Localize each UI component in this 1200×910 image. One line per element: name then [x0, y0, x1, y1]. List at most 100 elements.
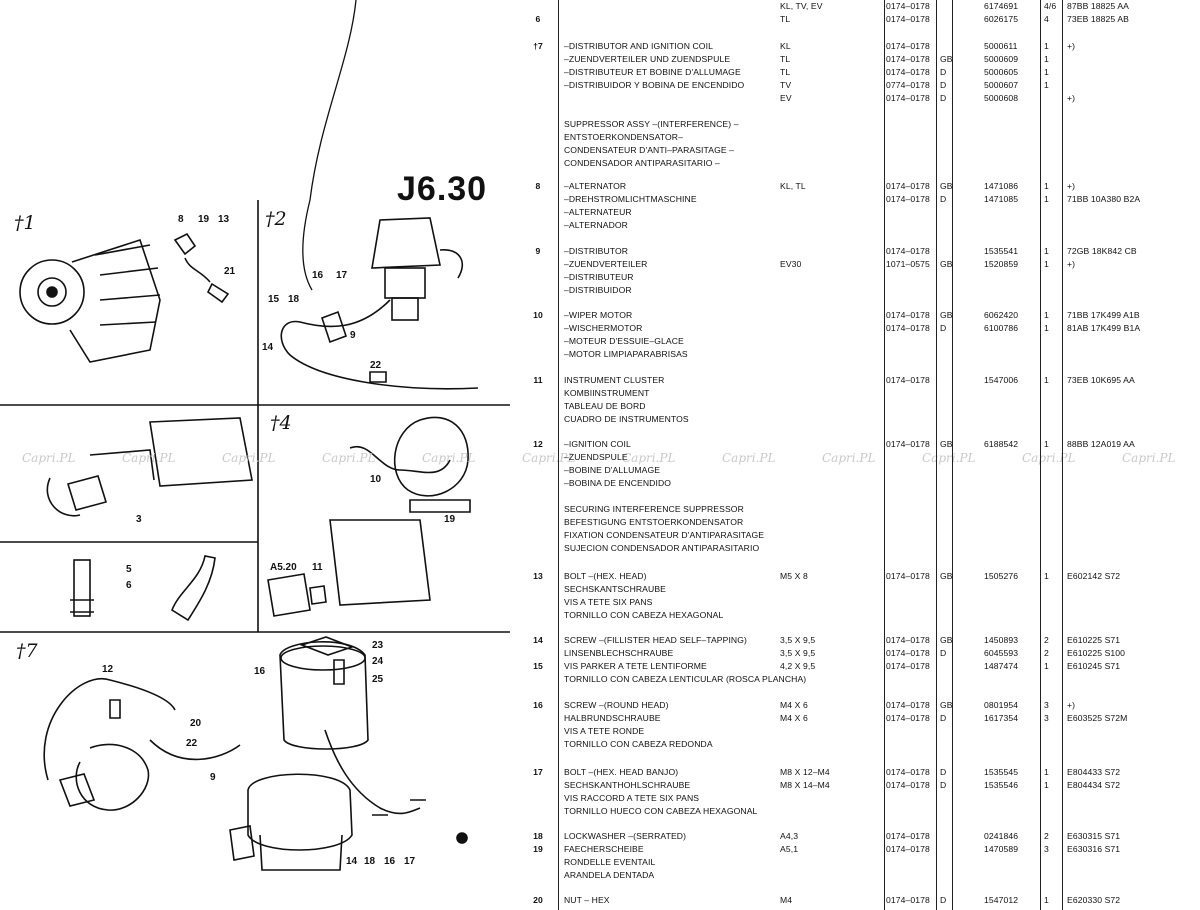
table-cell-d: SCREW –(FILLISTER HEAD SELF–TAPPING) [564, 635, 747, 645]
table-cell-p: 1535541 [984, 246, 1019, 256]
table-cell-y: 0174–0178 [886, 93, 930, 103]
table-cell-m: M8 X 14–M4 [780, 780, 830, 790]
table-cell-n: 20 [533, 895, 543, 905]
watermark: Capri.PL [1122, 451, 1176, 465]
table-cell-y: 0174–0178 [886, 181, 930, 191]
table-cell-d: LINSENBLECHSCHRAUBE [564, 648, 674, 658]
table-cell-x: D [940, 80, 947, 90]
watermark: Capri.PL [422, 451, 476, 465]
table-cell-d: BOLT –(HEX. HEAD) [564, 571, 647, 581]
callout: 22 [186, 738, 198, 749]
table-cell-q: 1 [1044, 80, 1049, 90]
table-cell-r: +) [1067, 93, 1076, 103]
table-cell-r: 87BB 18825 AA [1067, 1, 1129, 11]
table-cell-p: 1535545 [984, 767, 1019, 777]
table-cell-m: M4 X 6 [780, 700, 808, 710]
table-cell-p: 1471085 [984, 194, 1019, 204]
table-cell-x: GB [940, 571, 953, 581]
callout: 3 [136, 514, 142, 525]
table-cell-p: 1617354 [984, 713, 1019, 723]
table-cell-y: 0174–0178 [886, 439, 930, 449]
table-cell-d: SUJECION CONDENSADOR ANTIPARASITARIO [564, 543, 760, 553]
table-cell-d: VIS PARKER A TETE LENTIFORME [564, 661, 707, 671]
callout: 25 [372, 674, 384, 685]
callout: 23 [372, 640, 384, 651]
table-cell-m: M4 [780, 895, 793, 905]
table-cell-n: 8 [535, 181, 541, 191]
table-cell-y: 0174–0178 [886, 54, 930, 64]
table-cell-d: TORNILLO CON CABEZA HEXAGONAL [564, 610, 724, 620]
table-cell-p: 0801954 [984, 700, 1019, 710]
table-cell-n: 12 [533, 439, 543, 449]
table-cell-q: 3 [1044, 844, 1049, 854]
callout: 16 [384, 856, 396, 867]
table-cell-r: E804433 S72 [1067, 767, 1121, 777]
table-cell-d: –DISTRIBUTOR [564, 246, 629, 256]
table-cell-y: 0774–0178 [886, 80, 930, 90]
table-cell-q: 1 [1044, 194, 1049, 204]
table-cell-d: VIS A TETE SIX PANS [564, 597, 653, 607]
table-cell-y: 0174–0178 [886, 767, 930, 777]
table-cell-m: TL [780, 67, 791, 77]
table-cell-r: +) [1067, 41, 1076, 51]
watermark: Capri.PL [522, 451, 576, 465]
table-cell-p: 1487474 [984, 661, 1019, 671]
table-cell-p: 5000607 [984, 80, 1019, 90]
table-cell-q: 1 [1044, 246, 1049, 256]
column-divider [1040, 0, 1041, 910]
table-cell-r: 73EB 10K695 AA [1067, 375, 1135, 385]
table-cell-r: 88BB 12A019 AA [1067, 439, 1135, 449]
table-cell-y: 0174–0178 [886, 41, 930, 51]
table-cell-m: TL [780, 54, 791, 64]
table-cell-x: D [940, 93, 947, 103]
table-cell-q: 2 [1044, 648, 1049, 658]
table-cell-m: KL, TV, EV [780, 1, 823, 11]
table-cell-x: GB [940, 635, 953, 645]
column-divider [952, 0, 953, 910]
table-cell-m: 4,2 X 9,5 [780, 661, 816, 671]
table-cell-m: EV [780, 93, 792, 103]
table-cell-d: –ALTERNATOR [564, 181, 627, 191]
table-cell-d: –ZUENDVERTEILER [564, 259, 648, 269]
callout: 18 [288, 294, 300, 305]
table-cell-q: 1 [1044, 661, 1049, 671]
watermark: Capri.PL [222, 451, 276, 465]
table-cell-q: 3 [1044, 713, 1049, 723]
table-cell-q: 1 [1044, 767, 1049, 777]
table-cell-q: 2 [1044, 831, 1049, 841]
table-cell-p: 6062420 [984, 310, 1019, 320]
table-cell-d: –DISTRIBUTOR AND IGNITION COIL [564, 41, 713, 51]
table-cell-r: 81AB 17K499 B1A [1067, 323, 1141, 333]
table-cell-p: 1547012 [984, 895, 1019, 905]
table-cell-p: 1470589 [984, 844, 1019, 854]
table-cell-p: 1471086 [984, 181, 1019, 191]
table-cell-d: SCREW –(ROUND HEAD) [564, 700, 669, 710]
table-cell-p: 0241846 [984, 831, 1019, 841]
figure-label-7: †7 [16, 640, 38, 662]
table-cell-x: GB [940, 439, 953, 449]
table-cell-y: 0174–0178 [886, 323, 930, 333]
table-cell-m: A5,1 [780, 844, 799, 854]
table-cell-q: 1 [1044, 259, 1049, 269]
callout: 19 [198, 214, 210, 225]
table-cell-d: ENTSTOERKONDENSATOR– [564, 132, 683, 142]
watermark: Capri.PL [322, 451, 376, 465]
table-cell-d: –MOTEUR D'ESSUIE–GLACE [564, 336, 684, 346]
table-cell-q: 4 [1044, 14, 1049, 24]
table-cell-d: SUPPRESSOR ASSY –(INTERFERENCE) – [564, 119, 739, 129]
table-cell-y: 0174–0178 [886, 635, 930, 645]
table-cell-d: CONDENSATEUR D'ANTI–PARASITAGE – [564, 145, 735, 155]
table-cell-p: 1450893 [984, 635, 1019, 645]
table-cell-m: 3,5 X 9,5 [780, 648, 816, 658]
table-cell-d: FAECHERSCHEIBE [564, 844, 644, 854]
callout: 12 [102, 664, 114, 675]
table-cell-y: 0174–0178 [886, 1, 930, 11]
callout: 19 [444, 514, 456, 525]
table-cell-r: E603525 S72M [1067, 713, 1128, 723]
table-cell-y: 0174–0178 [886, 713, 930, 723]
table-cell-m: TL [780, 14, 791, 24]
table-cell-x: D [940, 713, 947, 723]
table-cell-m: M8 X 12–M4 [780, 767, 830, 777]
table-cell-p: 5000605 [984, 67, 1019, 77]
table-cell-q: 1 [1044, 54, 1049, 64]
